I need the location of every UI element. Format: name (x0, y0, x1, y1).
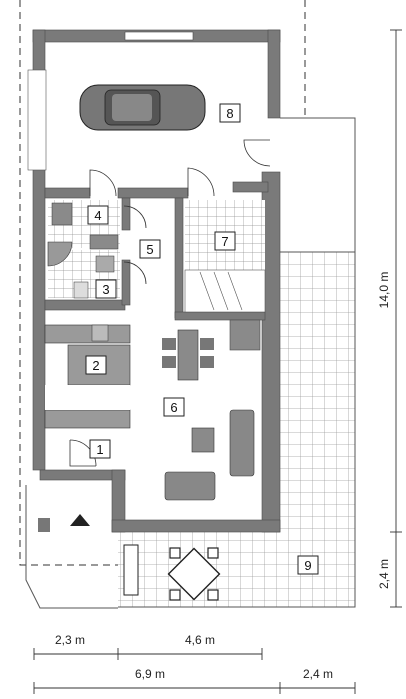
terrace-table (167, 547, 221, 601)
room-label-1: 1 (89, 439, 111, 459)
terrace-outline (118, 117, 356, 608)
svg-text:6: 6 (170, 400, 177, 415)
washer (51, 202, 73, 226)
kitchen-floor (45, 385, 130, 410)
terrace-front-tiles (118, 532, 355, 607)
dining-table (177, 329, 199, 381)
shower (47, 241, 73, 267)
interior-walls (44, 181, 269, 351)
car-icon (79, 84, 206, 131)
svg-text:2: 2 (92, 358, 99, 373)
counter-4 (89, 234, 119, 250)
sofa-right (229, 409, 255, 477)
door-3 (123, 261, 147, 285)
door-4 (123, 205, 147, 229)
dim-depth-house: 14,0 m (377, 272, 391, 309)
dim-depth-terrace: 2,4 m (377, 559, 391, 589)
room-label-6: 6 (163, 397, 185, 417)
door-entrance (69, 440, 96, 467)
svg-text:5: 5 (146, 242, 153, 257)
plot-outline (19, 0, 306, 566)
sofa-bottom (164, 471, 216, 501)
stove (91, 324, 109, 342)
sink (95, 255, 115, 273)
entrance-arrow-icon (70, 514, 90, 526)
stair-area (184, 269, 266, 313)
chair (200, 338, 214, 350)
room-label-3: 3 (95, 279, 117, 299)
sun-lounger (123, 544, 139, 596)
door-entrance-arc (69, 439, 97, 467)
porch-pillar (38, 518, 50, 532)
dim-width-a: 2,3 m (55, 633, 85, 647)
room-label-2: 2 (85, 355, 107, 375)
svg-text:3: 3 (102, 282, 109, 297)
door-garage-left (89, 169, 117, 197)
svg-text:7: 7 (221, 234, 228, 249)
chair (162, 338, 176, 350)
dim-width-total: 6,9 m (135, 667, 165, 681)
dimension-lines (33, 29, 402, 694)
svg-text:8: 8 (226, 106, 233, 121)
svg-text:1: 1 (96, 442, 103, 457)
coffee-table (191, 427, 215, 453)
kitchen-counter-top (44, 324, 131, 344)
chair (200, 356, 214, 368)
kitchen-counter-bottom (44, 409, 131, 429)
dim-width-terrace: 2,4 m (303, 667, 333, 681)
outer-walls (27, 29, 281, 533)
porch-outline (25, 485, 118, 609)
stairs (199, 271, 243, 311)
room-label-9: 9 (297, 555, 319, 575)
room-label-8: 8 (219, 103, 241, 123)
door-garage-out (243, 139, 271, 167)
svg-text:9: 9 (304, 558, 311, 573)
toilet (73, 281, 89, 299)
svg-text:4: 4 (94, 208, 101, 223)
room-label-5: 5 (139, 239, 161, 259)
door-garage-mid (187, 167, 215, 197)
room-label-7: 7 (214, 231, 236, 251)
dim-width-b: 4,6 m (185, 633, 215, 647)
chair (162, 356, 176, 368)
room-label-4: 4 (87, 205, 109, 225)
